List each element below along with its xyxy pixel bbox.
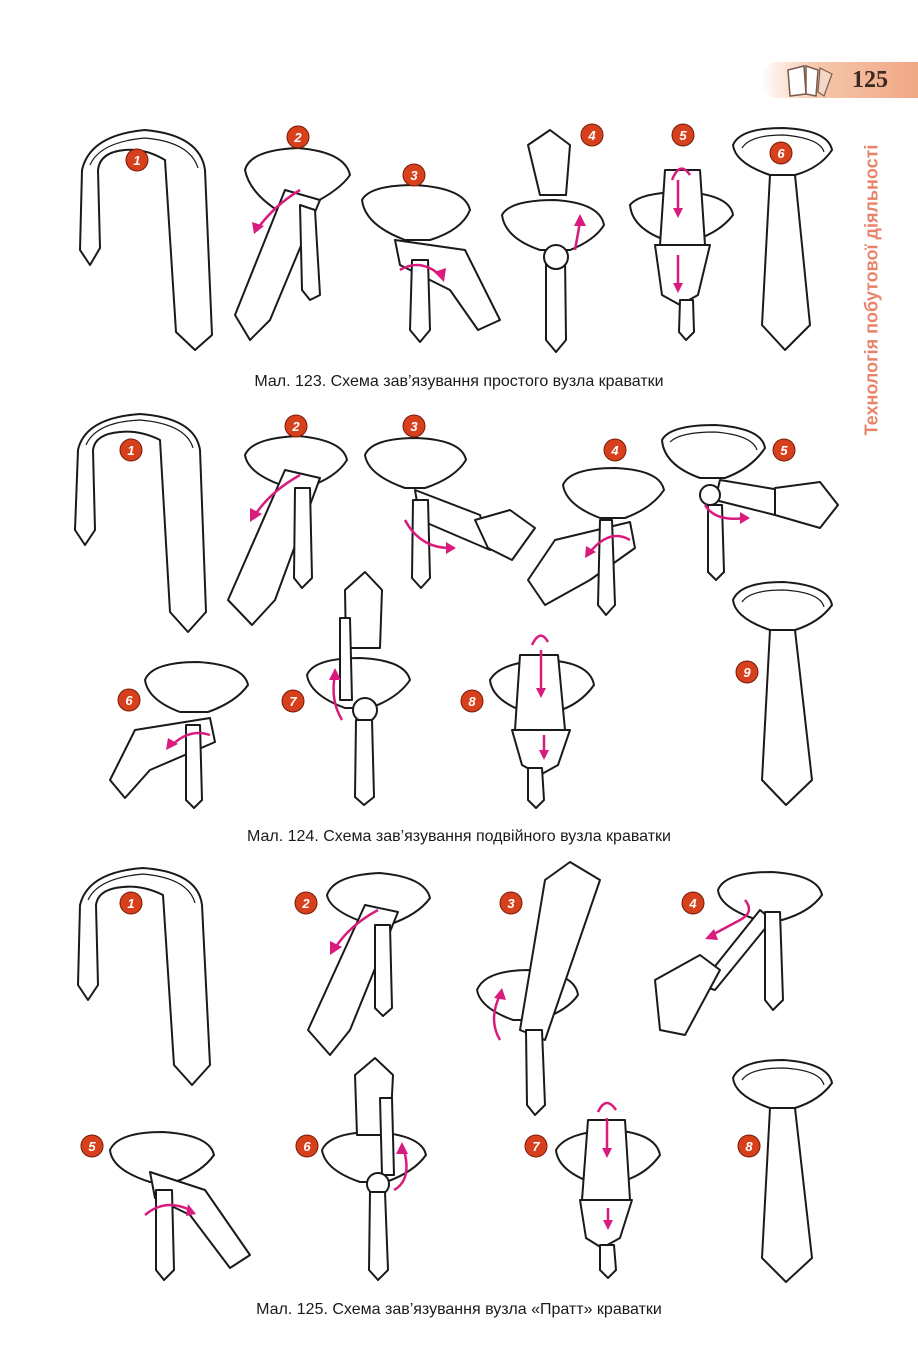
fig123-step-3 bbox=[361, 184, 501, 343]
step-badge: 1 bbox=[133, 153, 140, 168]
step-badge: 7 bbox=[289, 694, 297, 709]
step-badge: 5 bbox=[679, 128, 687, 143]
figure-124-caption: Мал. 124. Схема зав’язування подвійного … bbox=[247, 828, 671, 845]
step-badge: 8 bbox=[468, 694, 476, 709]
book-icon bbox=[787, 64, 833, 97]
fig123-step-5 bbox=[629, 167, 734, 341]
step-badge: 3 bbox=[507, 896, 515, 911]
fig123-badges: 1 2 3 4 5 6 bbox=[125, 123, 793, 187]
fig123-step-2 bbox=[234, 147, 351, 341]
step-badge: 5 bbox=[88, 1139, 96, 1154]
fig125-step-8 bbox=[732, 1059, 833, 1283]
fig124-step-8 bbox=[489, 634, 595, 809]
fig125-badges: 1 2 3 4 5 6 7 8 bbox=[80, 891, 761, 1158]
fig125-step-2 bbox=[307, 872, 431, 1056]
fig124-step-6 bbox=[109, 661, 249, 809]
fig124-step-7 bbox=[306, 571, 411, 806]
fig123-step-4 bbox=[501, 129, 605, 353]
fig124-step-4 bbox=[527, 467, 665, 616]
step-badge: 4 bbox=[610, 443, 619, 458]
fig125-step-3 bbox=[476, 861, 601, 1116]
step-badge: 3 bbox=[410, 168, 418, 183]
fig125-step-4 bbox=[654, 871, 823, 1036]
step-badge: 2 bbox=[301, 896, 310, 911]
figure-125-diagram: 1 2 3 4 5 6 7 8 bbox=[77, 861, 833, 1283]
step-badge: 5 bbox=[780, 443, 788, 458]
figure-124-diagram: 1 2 3 4 5 6 7 8 9 bbox=[74, 413, 839, 809]
step-badge: 4 bbox=[688, 896, 697, 911]
step-badge: 9 bbox=[743, 665, 751, 680]
fig125-step-6 bbox=[321, 1057, 427, 1281]
figure-125-caption: Мал. 125. Схема зав’язування вузла «Прат… bbox=[256, 1301, 662, 1318]
figure-123-diagram: 1 2 3 4 5 6 bbox=[79, 123, 833, 353]
step-badge: 2 bbox=[293, 130, 302, 145]
fig125-step-5 bbox=[109, 1131, 251, 1281]
step-badge: 6 bbox=[777, 146, 785, 161]
fig124-step-9 bbox=[732, 581, 833, 806]
fig125-step-7 bbox=[555, 1101, 661, 1279]
step-badge: 6 bbox=[125, 693, 133, 708]
step-badge: 8 bbox=[745, 1139, 753, 1154]
step-badge: 6 bbox=[303, 1139, 311, 1154]
page-number: 125 bbox=[852, 67, 888, 93]
step-badge: 2 bbox=[291, 419, 300, 434]
step-badge: 1 bbox=[127, 443, 134, 458]
fig124-badges: 1 2 3 4 5 6 7 8 9 bbox=[117, 414, 796, 713]
step-badge: 7 bbox=[532, 1139, 540, 1154]
fig125-step-1 bbox=[77, 867, 211, 1086]
fig124-step-5 bbox=[661, 424, 839, 581]
fig123-step-1 bbox=[79, 129, 213, 351]
step-badge: 3 bbox=[410, 419, 418, 434]
step-badge: 1 bbox=[127, 896, 134, 911]
fig124-step-1 bbox=[74, 413, 207, 633]
page-number-tab: 125 bbox=[760, 62, 918, 98]
fig124-step-3 bbox=[364, 437, 536, 589]
step-badge: 4 bbox=[587, 128, 596, 143]
figure-123-caption: Мал. 123. Схема зав’язування простого ву… bbox=[254, 373, 664, 390]
fig124-step-2 bbox=[227, 435, 348, 626]
